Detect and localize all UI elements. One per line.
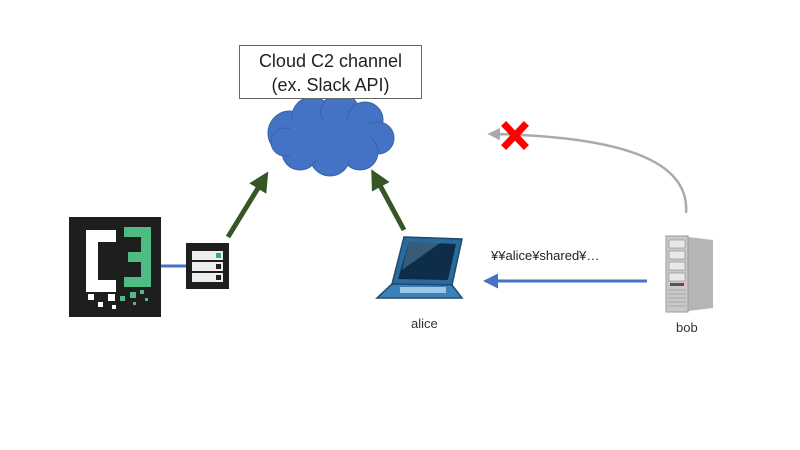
cloud-icon [267,92,395,177]
blocked-x-icon [501,121,529,150]
c2-channel-line1: Cloud C2 channel [258,51,403,71]
laptop-icon [375,236,464,299]
c2-server-icon [186,243,229,289]
logo-letter-3 [124,227,151,287]
blocked-arrow [487,127,688,214]
c2-channel-label: Cloud C2 channel (ex. Slack API) [239,45,422,99]
alice-label: alice [411,316,438,331]
bob-label: bob [676,320,698,335]
logo-letter-c [86,230,116,292]
c3-logo [69,217,161,317]
bob-server-icon [665,235,713,313]
c2-arrow-operator [225,171,269,239]
c2-arrow-alice [371,169,407,232]
c2-channel-line2: (ex. Slack API) [271,75,390,95]
path-label: ¥¥alice¥shared¥… [491,248,600,263]
